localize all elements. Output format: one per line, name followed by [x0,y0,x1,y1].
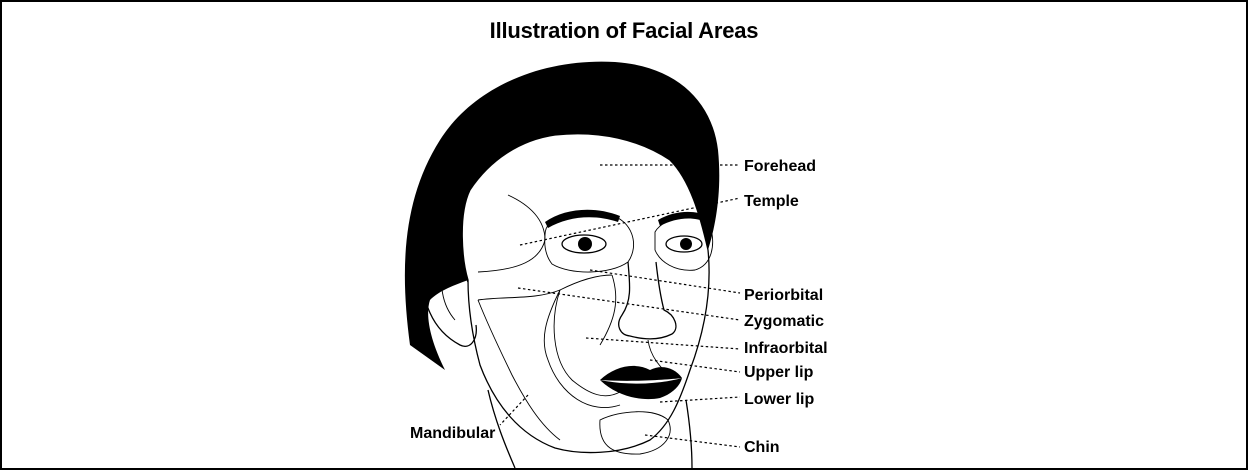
chin-leader [645,435,740,447]
lower-lip [600,378,682,399]
temple-region [478,195,545,272]
lower-lip-leader [660,397,740,402]
label-temple: Temple [744,193,799,210]
periorbital-leader [590,270,740,293]
nose [619,262,676,339]
face-outline [462,134,709,453]
right-iris [680,238,692,250]
label-zygomatic: Zygomatic [744,313,824,330]
label-infraorbital: Infraorbital [744,340,828,357]
label-periorbital: Periorbital [744,287,823,304]
label-upper-lip: Upper lip [744,364,814,381]
neck-right [686,400,692,468]
left-iris [578,237,592,251]
label-mandibular: Mandibular [410,425,495,442]
infraorbital-region [600,275,616,345]
label-forehead: Forehead [744,158,816,175]
chin-region [600,412,670,454]
label-chin: Chin [744,439,780,456]
upper-lip [600,366,682,381]
infraorbital-leader [586,338,740,349]
zygomatic-region [478,275,612,300]
label-lower-lip: Lower lip [744,391,814,408]
